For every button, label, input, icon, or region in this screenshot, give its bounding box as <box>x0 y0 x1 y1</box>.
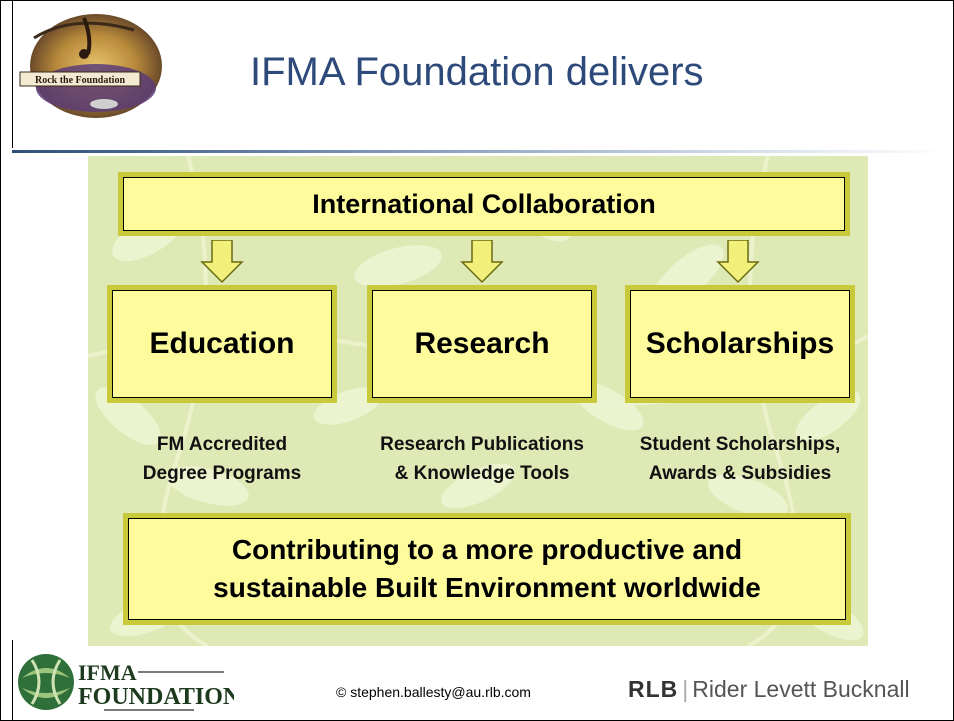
education-box: Education <box>112 290 332 398</box>
research-caption-line1: Research Publications <box>380 434 584 455</box>
ifma-foundation-logo: IFMA FOUNDATION <box>18 654 234 711</box>
slide-title: IFMA Foundation delivers <box>250 50 704 94</box>
copyright-symbol: © <box>336 684 347 700</box>
research-caption-line2: & Knowledge Tools <box>394 463 570 484</box>
title-divider <box>12 150 952 153</box>
education-caption: FM Accredited Degree Programs <box>102 430 342 488</box>
arrow-down-icon <box>200 240 244 284</box>
arrow-down-icon <box>460 240 504 284</box>
scholarships-caption-line1: Student Scholarships, <box>639 434 841 455</box>
education-caption-line2: Degree Programs <box>142 463 302 484</box>
author-email: stephen.ballesty@au.rlb.com <box>350 684 531 700</box>
frame-notch-top <box>0 0 13 148</box>
rlb-abbreviation: RLB <box>628 676 679 702</box>
rlb-logo: RLB|Rider Levett Bucknall <box>628 676 910 703</box>
svg-text:Rock the Foundation: Rock the Foundation <box>35 75 125 86</box>
svg-text:IFMA: IFMA <box>78 660 137 685</box>
scholarships-caption: Student Scholarships, Awards & Subsidies <box>620 430 860 488</box>
contribution-statement-box: Contributing to a more productive and su… <box>128 518 846 620</box>
rlb-company-name: Rider Levett Bucknall <box>692 676 910 702</box>
arrow-down-icon <box>716 240 760 284</box>
contribution-line2: sustainable Built Environment worldwide <box>213 572 761 603</box>
scholarships-box: Scholarships <box>630 290 850 398</box>
contribution-line1: Contributing to a more productive and <box>231 534 743 565</box>
international-collaboration-box: International Collaboration <box>123 177 845 231</box>
rlb-separator: | <box>682 676 689 702</box>
copyright-line: © stephen.ballesty@au.rlb.com <box>336 684 531 700</box>
research-caption: Research Publications & Knowledge Tools <box>362 430 602 488</box>
education-caption-line1: FM Accredited <box>156 434 288 455</box>
research-box: Research <box>372 290 592 398</box>
frame-notch-bottom <box>0 640 13 721</box>
rock-the-foundation-logo: Rock the Foundation <box>19 14 162 118</box>
svg-text:FOUNDATION: FOUNDATION <box>78 684 234 710</box>
scholarships-caption-line2: Awards & Subsidies <box>648 463 832 484</box>
